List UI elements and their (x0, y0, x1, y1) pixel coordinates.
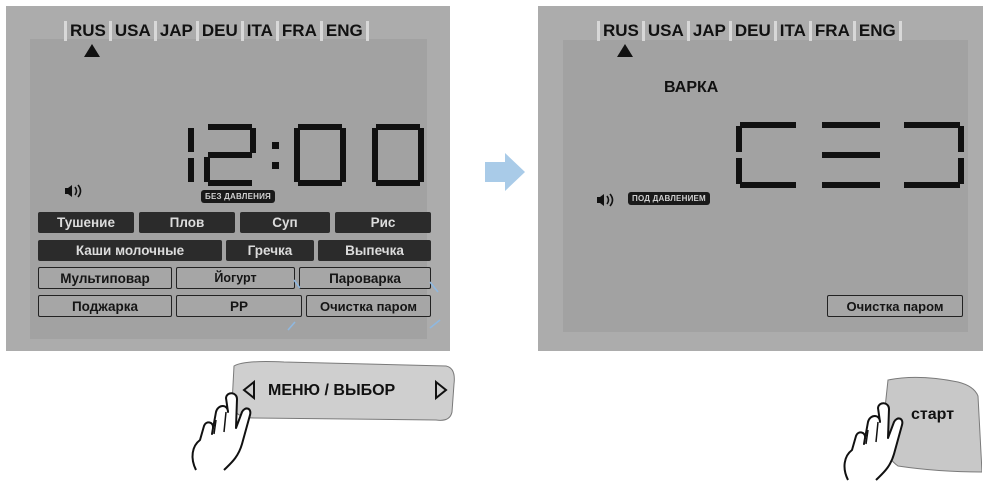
clock-display (188, 124, 424, 186)
program-ochistka-parom[interactable]: Очистка паром (306, 295, 431, 317)
program-kashi[interactable]: Каши молочные (38, 240, 222, 261)
left-lcd-screen (30, 39, 427, 339)
language-eng[interactable]: ENG (852, 21, 902, 41)
program-podzharka[interactable]: Поджарка (38, 295, 172, 317)
arrow-right-icon (485, 153, 525, 191)
speaker-icon (596, 193, 616, 210)
start-label: старт (911, 406, 955, 423)
language-ita[interactable]: ITA (773, 21, 809, 41)
pressure-tag-left: БЕЗ ДАВЛЕНИЯ (201, 190, 276, 203)
language-pointer-icon (617, 44, 633, 57)
menu-select-button[interactable] (224, 358, 460, 428)
language-fra[interactable]: FRA (808, 21, 853, 41)
hand-pointer-icon (191, 392, 252, 471)
language-ita[interactable]: ITA (240, 21, 276, 41)
language-bar-left: RUS USA JAP DEU ITA FRA ENG (64, 19, 369, 41)
program-plov[interactable]: Плов (139, 212, 235, 233)
program-ris[interactable]: Рис (335, 212, 431, 233)
language-jap[interactable]: JAP (686, 21, 729, 41)
language-rus[interactable]: RUS (64, 21, 109, 41)
program-vypechka[interactable]: Выпечка (318, 240, 431, 261)
program-multipovar[interactable]: Мультиповар (38, 267, 172, 289)
segment-display (736, 122, 964, 188)
language-usa[interactable]: USA (108, 21, 154, 41)
program-pp[interactable]: PP (176, 295, 302, 317)
language-rus[interactable]: RUS (597, 21, 642, 41)
language-pointer-icon (84, 44, 100, 57)
hand-pointer-icon (843, 402, 904, 481)
program-parovarka[interactable]: Пароварка (299, 267, 431, 289)
language-deu[interactable]: DEU (728, 21, 774, 41)
language-jap[interactable]: JAP (153, 21, 196, 41)
program-yogurt[interactable]: Йогурт (176, 267, 295, 289)
program-sup[interactable]: Суп (240, 212, 330, 233)
right-display-panel (538, 6, 983, 351)
language-usa[interactable]: USA (641, 21, 687, 41)
program-grechka[interactable]: Гречка (226, 240, 314, 261)
language-eng[interactable]: ENG (319, 21, 369, 41)
blink-indicator (287, 279, 441, 331)
menu-select-label: МЕНЮ / ВЫБОР (268, 382, 396, 399)
mode-label: ВАРКА (664, 79, 719, 96)
speaker-icon (64, 184, 84, 201)
language-deu[interactable]: DEU (195, 21, 241, 41)
language-bar-right: RUS USA JAP DEU ITA FRA ENG (597, 19, 902, 41)
program-ochistka-parom-selected[interactable]: Очистка паром (827, 295, 963, 317)
language-fra[interactable]: FRA (275, 21, 320, 41)
program-tushenie[interactable]: Тушение (38, 212, 134, 233)
pressure-tag-right: ПОД ДАВЛЕНИЕМ (628, 192, 710, 205)
